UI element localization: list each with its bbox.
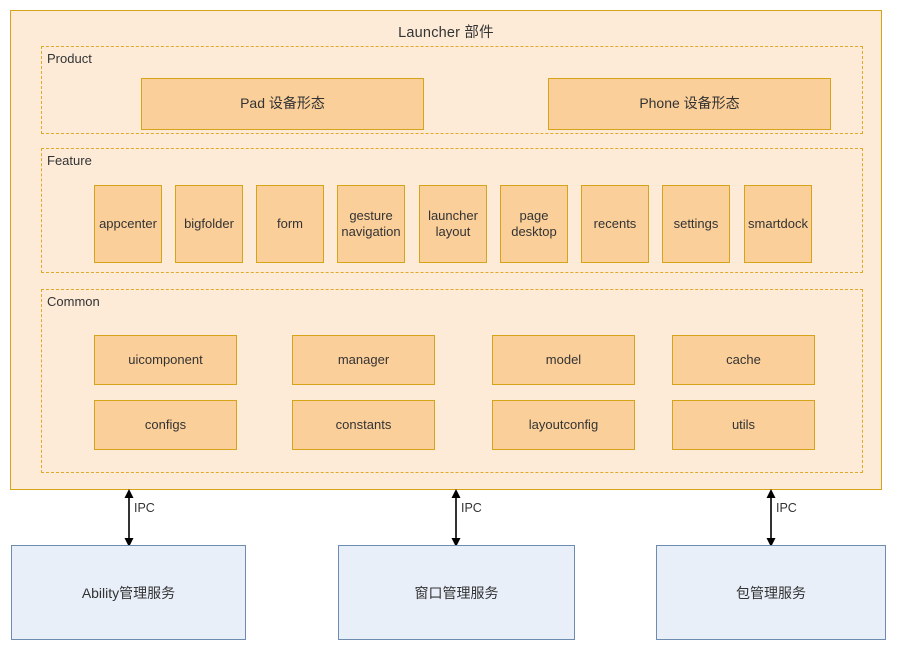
node-configs[interactable]: configs [94,400,237,450]
node-page-desktop[interactable]: page desktop [500,185,568,263]
node-cache[interactable]: cache [672,335,815,385]
node-phone-device-form[interactable]: Phone 设备形态 [548,78,831,130]
node-utils[interactable]: utils [672,400,815,450]
launcher-component-container: Launcher 部件 Product Pad 设备形态 Phone 设备形态 … [10,10,882,490]
group-feature-label: Feature [47,153,92,168]
service-window-manager[interactable]: 窗口管理服务 [338,545,575,640]
service-ability-manager[interactable]: Ability管理服务 [11,545,246,640]
ipc-connector-ability: IPC [120,489,180,547]
node-uicomponent[interactable]: uicomponent [94,335,237,385]
ipc-label: IPC [461,501,482,515]
node-manager[interactable]: manager [292,335,435,385]
node-model[interactable]: model [492,335,635,385]
node-launcher-layout[interactable]: launcher layout [419,185,487,263]
ipc-connector-window: IPC [447,489,507,547]
node-smartdock[interactable]: smartdock [744,185,812,263]
group-product: Product Pad 设备形态 Phone 设备形态 [41,46,863,134]
service-bundle-manager[interactable]: 包管理服务 [656,545,886,640]
double-arrow-icon [451,489,461,547]
node-recents[interactable]: recents [581,185,649,263]
ipc-connector-bundle: IPC [762,489,822,547]
ipc-label: IPC [776,501,797,515]
group-feature: Feature appcenter bigfolder form gesture… [41,148,863,273]
node-gesture-navigation[interactable]: gesture navigation [337,185,405,263]
node-appcenter[interactable]: appcenter [94,185,162,263]
node-bigfolder[interactable]: bigfolder [175,185,243,263]
group-product-label: Product [47,51,92,66]
double-arrow-icon [124,489,134,547]
group-common: Common uicomponent manager model cache c… [41,289,863,473]
node-settings[interactable]: settings [662,185,730,263]
launcher-title: Launcher 部件 [398,25,494,41]
node-pad-device-form[interactable]: Pad 设备形态 [141,78,424,130]
double-arrow-icon [766,489,776,547]
node-constants[interactable]: constants [292,400,435,450]
ipc-label: IPC [134,501,155,515]
node-layoutconfig[interactable]: layoutconfig [492,400,635,450]
node-form[interactable]: form [256,185,324,263]
group-common-label: Common [47,294,100,309]
